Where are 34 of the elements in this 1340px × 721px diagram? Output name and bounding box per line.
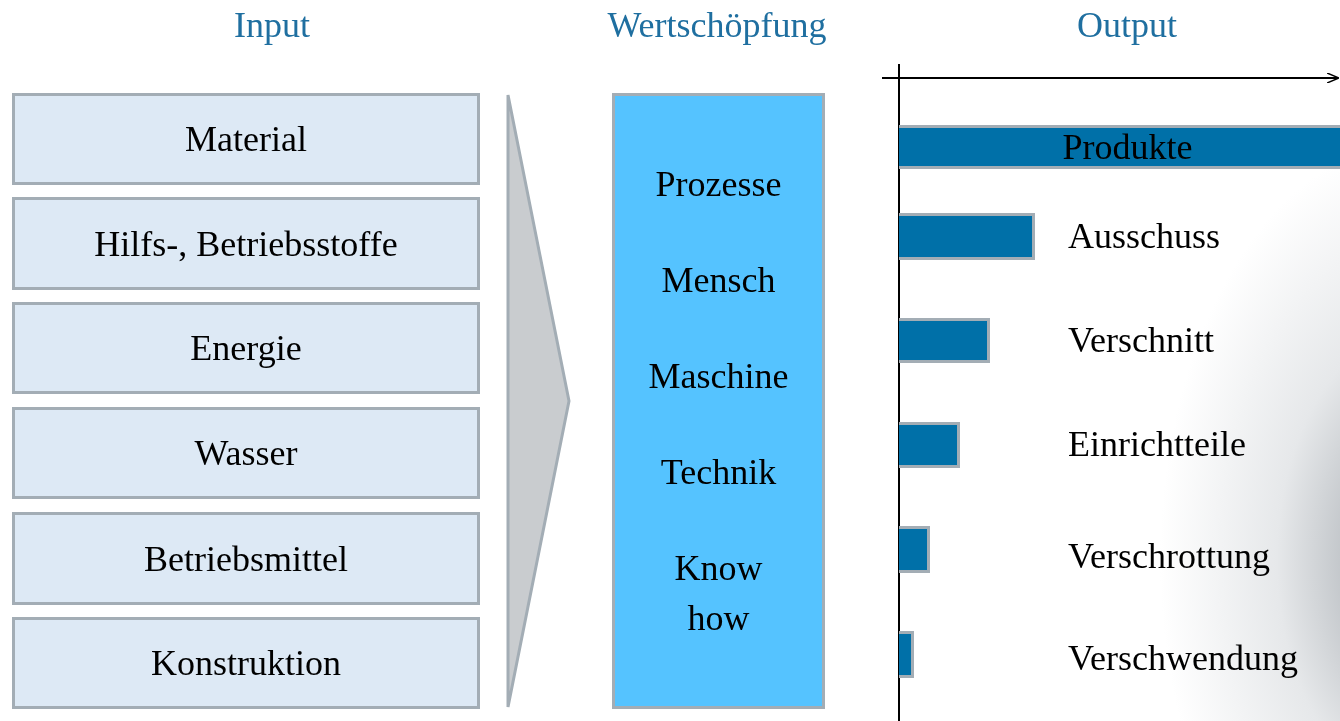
output-bar — [899, 125, 1340, 169]
output-bar — [899, 213, 1035, 260]
output-bar — [899, 526, 930, 573]
input-box — [12, 407, 480, 499]
node-text: Mensch — [661, 259, 776, 302]
input-box — [12, 512, 480, 605]
column-heading: Output — [1077, 5, 1177, 45]
output-bar — [899, 422, 960, 468]
output-label: Verschwendung — [1068, 638, 1298, 678]
output-label: Verschrottung — [1068, 536, 1270, 576]
output-bar — [899, 318, 990, 363]
input-box — [12, 617, 480, 709]
node-text: Energie — [190, 328, 302, 368]
node-text: Produkte — [1062, 127, 1193, 167]
input-box — [12, 93, 480, 185]
input-box — [12, 302, 480, 394]
output-bar — [899, 631, 914, 678]
column-heading: Wertschöpfung — [607, 5, 827, 45]
node-text: Hilfs-, Betriebsstoffe — [94, 223, 398, 264]
chevron-arrow — [506, 93, 571, 709]
value-creation-box — [612, 93, 825, 709]
node-text: Know how — [673, 547, 764, 640]
column-heading: Input — [234, 5, 310, 45]
node-text: Technik — [660, 451, 777, 494]
input-box — [12, 197, 480, 290]
node-text: Material — [185, 119, 307, 159]
node-text: Wasser — [194, 433, 298, 473]
output-label: Einrichtteile — [1068, 424, 1246, 464]
output-label: Verschnitt — [1068, 320, 1214, 360]
node-text: Betriebsmittel — [144, 538, 348, 579]
node-text: Maschine — [648, 355, 789, 398]
node-text: Konstruktion — [151, 643, 341, 683]
output-label: Ausschuss — [1068, 216, 1220, 256]
node-text: Prozesse — [655, 163, 782, 206]
